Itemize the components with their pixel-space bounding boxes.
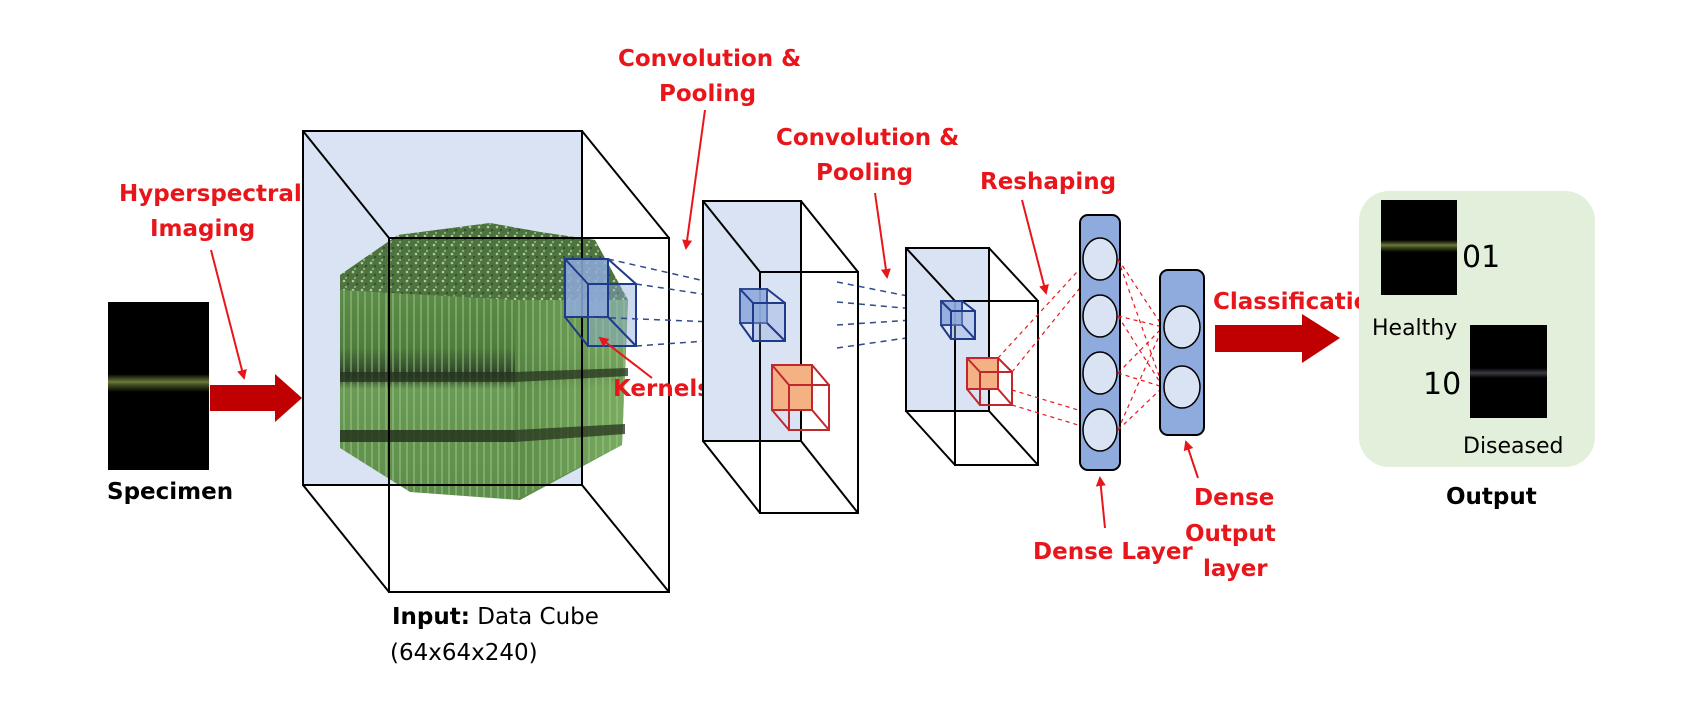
hyperspectral-label: Hyperspectral: [119, 181, 302, 207]
hyperspectral-pointer-arrow: [210, 249, 247, 380]
conv-pool-1-pointer-arrow: [682, 109, 706, 250]
dense-output-label-3: layer: [1203, 556, 1268, 582]
specimen-to-input-arrow: [210, 374, 302, 422]
dense-neuron: [1082, 294, 1118, 338]
healthy-sample-image: [1381, 200, 1457, 295]
conv-pool-2-pointer-arrow: [874, 192, 891, 279]
data-cube-image: [340, 223, 628, 500]
output-neuron: [1163, 305, 1201, 349]
diseased-label: Diseased: [1463, 434, 1564, 459]
dense-neuron: [1082, 408, 1118, 452]
dense-output-label: Dense: [1194, 485, 1274, 511]
reshaping-pointer-arrow: [1021, 199, 1049, 295]
dense-output-layer: [1159, 269, 1205, 436]
reshape-connectors: [997, 259, 1089, 429]
output-neuron: [1163, 365, 1201, 409]
dense-layer-pointer-arrow: [1095, 476, 1106, 529]
conv-pool-1-pooling-icon: [771, 364, 830, 431]
input-dims-label: (64x64x240): [390, 640, 538, 666]
kernels-label: Kernels: [613, 376, 711, 402]
conv-pool-2-volume: [905, 247, 1039, 466]
specimen-image: [108, 302, 209, 470]
dense-layer: [1079, 214, 1121, 471]
classification-arrow: [1215, 314, 1340, 363]
classification-label: Classification: [1213, 289, 1386, 315]
conv-pool-2-label-2: Pooling: [816, 160, 913, 186]
output-panel: 01 Healthy 10 Diseased: [1359, 191, 1595, 467]
diseased-sample-image: [1470, 325, 1547, 418]
dense-output-label-2: Output: [1185, 521, 1276, 547]
input-volume: [302, 130, 670, 593]
conv-pool-2-pooling-icon: [966, 357, 1013, 406]
input-kernel-icon: [564, 258, 637, 347]
imaging-label: Imaging: [150, 216, 255, 242]
conv-pool-1-kernel-icon: [739, 288, 786, 342]
conv-pool-1-label: Convolution &: [618, 46, 801, 72]
specimen-label: Specimen: [107, 479, 233, 505]
kernels-pointer-arrow: [598, 336, 653, 379]
healthy-label: Healthy: [1372, 316, 1457, 341]
output-label: Output: [1446, 484, 1537, 510]
healthy-code: 01: [1462, 240, 1500, 275]
conv-pool-1-label-2: Pooling: [659, 81, 756, 107]
conv-pool-2-kernel-icon: [940, 300, 976, 340]
dense-neuron: [1082, 237, 1118, 281]
dense-layer-label: Dense Layer: [1033, 539, 1193, 565]
conv-pool-2-label: Convolution &: [776, 125, 959, 151]
input-label: Input: Data Cube: [392, 604, 599, 630]
diseased-code: 10: [1423, 367, 1461, 402]
dense-output-pointer-arrow: [1183, 440, 1199, 479]
reshaping-label: Reshaping: [980, 169, 1116, 195]
dense-neuron: [1082, 351, 1118, 395]
conv-pool-1-volume: [702, 200, 859, 514]
dense-output-connectors: [1117, 258, 1164, 431]
